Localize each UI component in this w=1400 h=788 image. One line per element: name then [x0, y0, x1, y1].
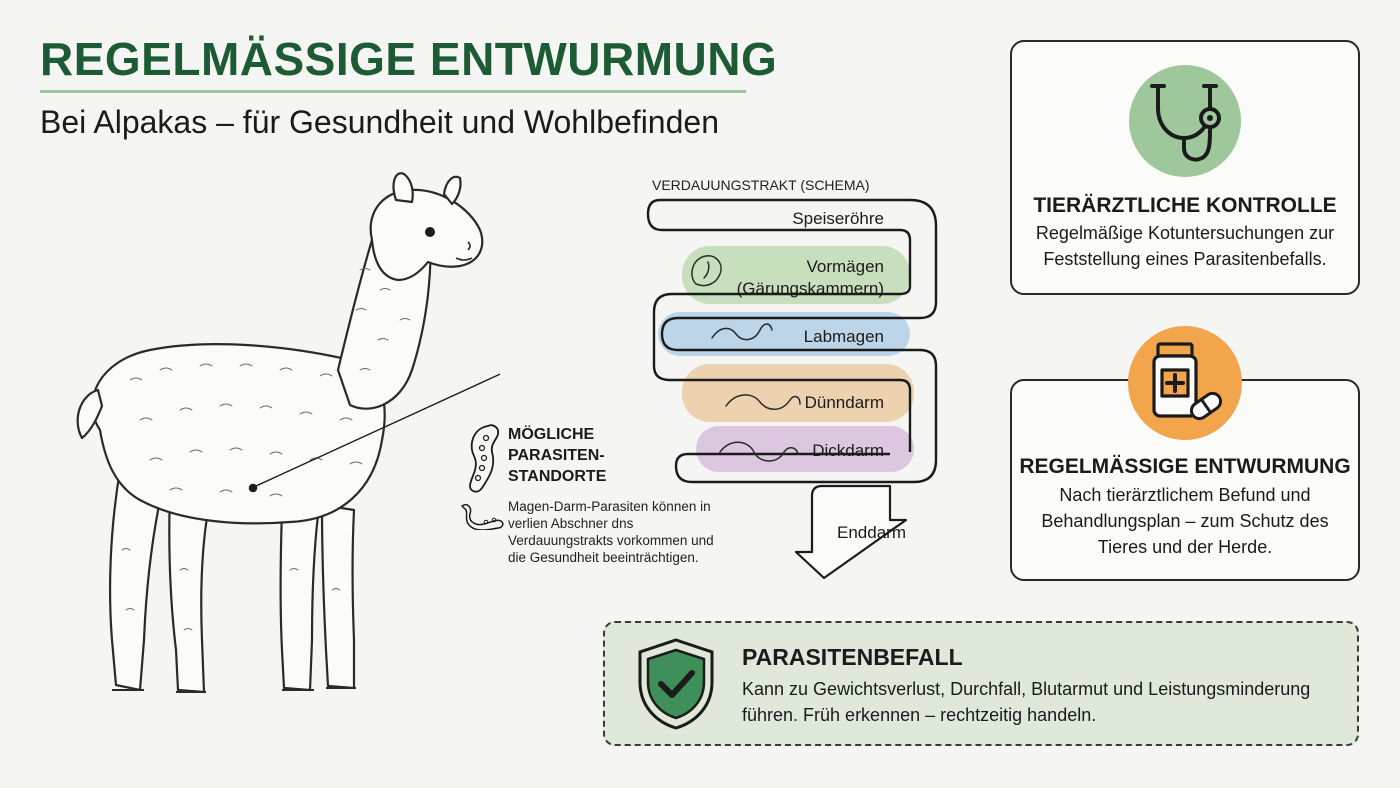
label-rectum: Enddarm: [837, 523, 906, 542]
parasite-title: MÖGLICHE PARASITEN- STANDORTE: [508, 426, 607, 485]
label-abomasum: Labmagen: [804, 327, 884, 346]
vet-card-text: Regelmäßige Kotuntersuchungen zur Festst…: [1035, 223, 1335, 269]
abomasum-band: [658, 312, 910, 356]
label-forestomach: Vormägen: [807, 257, 885, 276]
label-small-intestine: Dünndarm: [805, 393, 884, 412]
warning-text: Kann zu Gewichtsverlust, Durchfall, Blut…: [742, 679, 1311, 725]
label-esophagus: Speiseröhre: [792, 209, 884, 228]
forestomach-band: [682, 246, 910, 304]
page-subtitle: Bei Alpakas – für Gesundheit und Wohlbef…: [40, 104, 719, 140]
small-parasite-icon: [460, 503, 504, 530]
medicine-bottle-icon: [1152, 342, 1223, 421]
tract-outline: [660, 198, 938, 484]
digestive-tract-schema: Speiseröhre Vormägen (Gärungskammern) La…: [646, 198, 938, 580]
schema-label: VERDAUUNGSTRAKT (SCHEMA): [652, 177, 870, 193]
warning-heading: PARASITENBEFALL: [742, 644, 963, 670]
page-title: REGELMÄSSIGE ENTWURMUNG: [40, 33, 778, 85]
vet-card-heading: TIERÄRZTLICHE KONTROLLE: [1033, 194, 1337, 217]
deworm-card-heading: REGELMÄSSIGE ENTWURMUNG: [1019, 455, 1351, 478]
shield-check-icon: [638, 638, 714, 730]
parasite-forestomach-icon: [691, 255, 722, 287]
vet-icon-circle: [1129, 65, 1241, 177]
small-intestine-band: [682, 364, 914, 422]
label-forestomach-sub: (Gärungskammern): [737, 279, 884, 298]
stethoscope-icon: [1150, 84, 1221, 162]
parasite-icon: [469, 424, 500, 493]
parasite-warning-box: [603, 621, 1359, 746]
title-underline: [40, 90, 746, 93]
parasite-large-intestine-icon: [719, 441, 799, 462]
parasite-description: Magen-Darm-Parasiten können in verlien A…: [508, 499, 714, 565]
deworm-card-text: Nach tierärztlichem Befund und Behandlun…: [1041, 485, 1329, 557]
parasite-abomasum-icon: [711, 323, 773, 341]
alpaca-illustration: [76, 172, 500, 694]
parasite-small-intestine-icon: [725, 394, 801, 410]
rectum-arrow: [794, 484, 908, 580]
large-intestine-band: [696, 426, 914, 472]
label-large-intestine: Dickdarm: [812, 441, 884, 460]
